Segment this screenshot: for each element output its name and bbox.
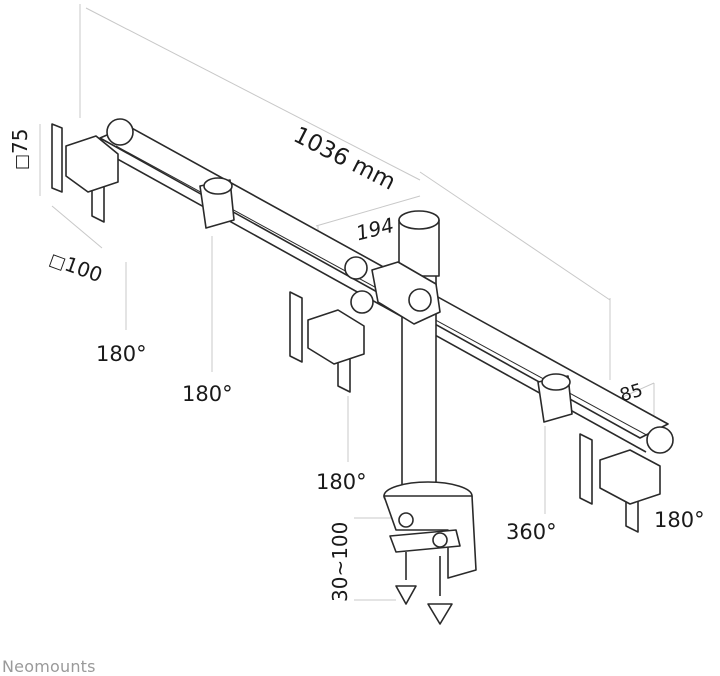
center-knob-a — [344, 256, 368, 280]
right-vesa-plate-left — [579, 433, 593, 505]
center-vesa-plate-left — [289, 291, 303, 363]
clamp-handle-b — [427, 603, 453, 625]
left-joint-knob — [203, 177, 233, 195]
rotation-right-joint: 360° — [506, 520, 557, 544]
center-knob-b — [350, 290, 374, 314]
left-tilt-head — [65, 135, 119, 193]
rotation-right-screen: 180° — [654, 508, 705, 532]
right-joint-knob — [541, 373, 571, 391]
clamp-hole-b — [432, 532, 448, 548]
clamp-handle-a — [395, 585, 417, 605]
ext-line-right — [419, 171, 611, 301]
center-knob-c — [408, 288, 432, 312]
right-end-knob — [646, 426, 674, 454]
brand-logo-text: Neomounts — [2, 657, 96, 676]
vesa-vertical-value: 75 — [8, 128, 32, 154]
dim-line-total — [85, 7, 421, 181]
left-vesa-plate — [51, 123, 63, 193]
dim-line-100 — [51, 205, 103, 249]
clamp-hole-a — [398, 512, 414, 528]
square-symbol: □ — [12, 153, 32, 170]
rotation-left-joint: 180° — [182, 382, 233, 406]
dim-line-85 — [615, 382, 655, 401]
center-tilt-head — [307, 309, 365, 365]
right-tilt-head — [599, 449, 661, 505]
dim-line-194 — [315, 195, 421, 227]
left-end-knob — [106, 118, 134, 146]
clamp-range-label: 30~100 — [328, 521, 352, 602]
pole-collar-top — [398, 210, 440, 230]
rotation-left-screen: 180° — [96, 342, 147, 366]
rotation-center-screen: 180° — [316, 470, 367, 494]
vesa-vertical-label: □75 — [8, 128, 32, 170]
